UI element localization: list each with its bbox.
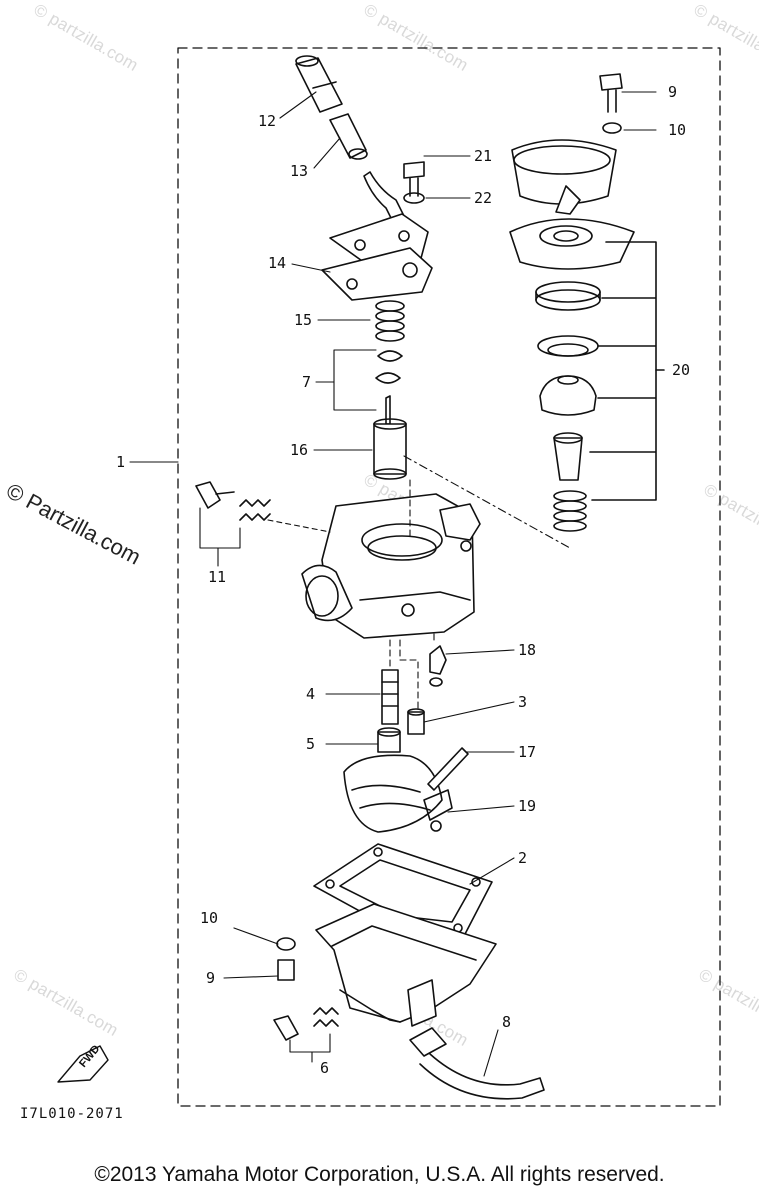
callout-15: 15: [294, 311, 312, 329]
part-14-plate: [321, 213, 433, 301]
callout-18: 18: [518, 641, 536, 659]
diaphragm-cover: [511, 139, 617, 215]
part-11-screw: [195, 481, 235, 509]
float-bowl: [315, 903, 497, 1027]
copyright-notice: ©2013 Yamaha Motor Corporation, U.S.A. A…: [94, 1163, 665, 1186]
part-3-pilot-jet: [407, 708, 425, 735]
callout-22: 22: [474, 189, 492, 207]
callout-17: 17: [518, 743, 536, 761]
assembly-boundary: [177, 47, 721, 1107]
callout-16: 16: [290, 441, 308, 459]
callout-2: 2: [518, 849, 527, 867]
part-9-screw: [277, 959, 295, 981]
part-8-drain-hose: [409, 1027, 545, 1100]
part-17-float-pin: [427, 747, 469, 791]
callout-7: 7: [302, 373, 311, 391]
callout-5: 5: [306, 735, 315, 753]
callout-11: 11: [208, 568, 226, 586]
part-9-screw: [599, 73, 623, 113]
part-15-spring: [375, 300, 405, 342]
callout-10: 10: [668, 121, 686, 139]
part-11-spring: [239, 499, 271, 521]
callout-6: 6: [320, 1059, 329, 1077]
callout-4: 4: [306, 685, 315, 703]
part-19-float: [343, 754, 453, 833]
callout-1: 1: [116, 453, 125, 471]
part-21-screw: [403, 161, 425, 197]
callout-20: 20: [672, 361, 690, 379]
part-4-main-jet: [381, 669, 399, 725]
part-13-hose: [329, 113, 368, 160]
part-20-diaphragm-kit: [509, 218, 635, 532]
part-7-clip: [377, 350, 403, 362]
part-10-washer: [276, 937, 296, 951]
carburetor-body: [301, 493, 481, 639]
part-7-clip: [375, 372, 401, 384]
callout-3: 3: [518, 693, 527, 711]
callout-21: 21: [474, 147, 492, 165]
part-6-spring: [313, 1007, 339, 1027]
callout-12: 12: [258, 112, 276, 130]
part-6-screw: [273, 1015, 299, 1041]
callout-10: 10: [200, 909, 218, 927]
part-22-washer: [403, 192, 425, 204]
part-5-jet: [377, 727, 401, 753]
callout-14: 14: [268, 254, 286, 272]
drawing-code: I7L010-2071: [20, 1106, 124, 1122]
part-18-needle-valve: [429, 645, 447, 687]
callout-19: 19: [518, 797, 536, 815]
part-16-throttle-valve: [373, 395, 407, 480]
callout-8: 8: [502, 1013, 511, 1031]
callout-9: 9: [668, 83, 677, 101]
callout-13: 13: [290, 162, 308, 180]
part-10-washer: [602, 122, 622, 134]
part-12-fitting: [295, 55, 343, 113]
callout-9: 9: [206, 969, 215, 987]
fwd-arrow: [57, 1045, 109, 1083]
